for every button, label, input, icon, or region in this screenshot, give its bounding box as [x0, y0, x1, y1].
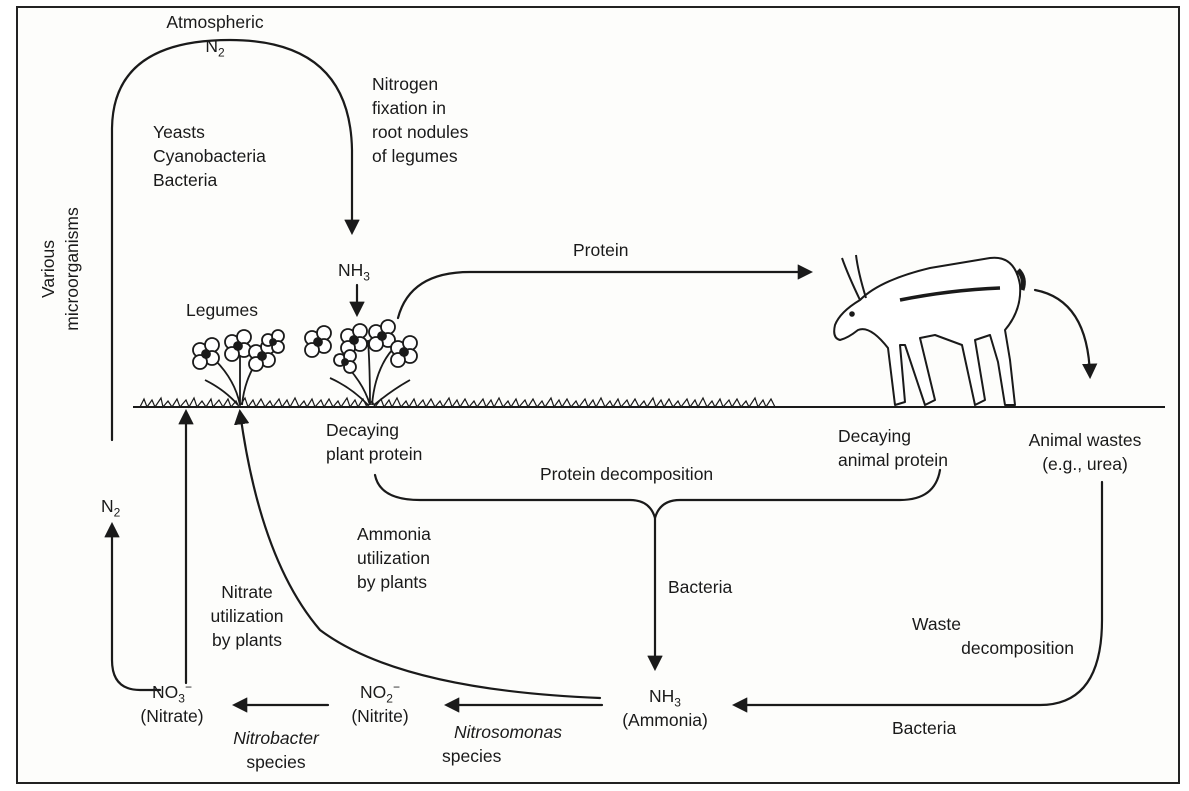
bacteria-fix-text: Bacteria: [153, 168, 266, 192]
ammonia-util-line-3: by plants: [357, 570, 431, 594]
nh3-bottom-formula: NH3: [605, 684, 725, 708]
yeasts-text: Yeasts: [153, 120, 266, 144]
nitrosomonas-label: Nitrosomonas species: [438, 720, 578, 768]
atmospheric-label: Atmospheric N2: [160, 10, 270, 58]
fixers-label: Yeasts Cyanobacteria Bacteria: [153, 120, 266, 192]
cyanobacteria-text: Cyanobacteria: [153, 144, 266, 168]
decaying-animal-line-2: animal protein: [838, 448, 948, 472]
nitrate-util-line-1: Nitrate: [192, 580, 302, 604]
bacteria-bottom-label: Bacteria: [892, 716, 956, 740]
legumes-label: Legumes: [186, 298, 258, 322]
no3-base: NO: [152, 682, 178, 702]
protein-label: Protein: [573, 238, 628, 262]
n2-top-base: N: [205, 36, 218, 56]
animal-wastes-line-1: Animal wastes: [1015, 428, 1155, 452]
various-microorganisms-label: Various microorganisms: [36, 189, 84, 349]
nitrosomonas-species: species: [438, 744, 578, 768]
ammonia-node: NH3 (Ammonia): [605, 684, 725, 732]
waste-line-1: Waste: [904, 612, 1074, 636]
decaying-animal-line-1: Decaying: [838, 424, 948, 448]
animal-wastes-label: Animal wastes (e.g., urea): [1015, 428, 1155, 476]
nh3-bottom-base: NH: [649, 686, 674, 706]
no3-sup: −: [185, 680, 192, 694]
ammonia-util-line-1: Ammonia: [357, 522, 431, 546]
no3-formula: NO3−: [122, 680, 222, 704]
nh3-top-base: NH: [338, 260, 363, 280]
nitrate-node: NO3− (Nitrate): [122, 680, 222, 728]
nitrobacter-label: Nitrobacter species: [216, 726, 336, 774]
nitrate-utilization-label: Nitrate utilization by plants: [192, 580, 302, 652]
ammonia-util-line-2: utilization: [357, 546, 431, 570]
no2-formula: NO2−: [330, 680, 430, 704]
nitrate-util-line-3: by plants: [192, 628, 302, 652]
grazing-animal: [834, 255, 1023, 405]
nitrite-node: NO2− (Nitrite): [330, 680, 430, 728]
ammonia-utilization-label: Ammonia utilization by plants: [357, 522, 431, 594]
bacteria-mid-label: Bacteria: [668, 575, 732, 599]
n2-left-sub: 2: [114, 506, 121, 520]
ammonia-name: (Ammonia): [605, 708, 725, 732]
nitrogen-fixation-label: Nitrogen fixation in root nodules of leg…: [372, 72, 468, 168]
nitrobacter-species: species: [216, 750, 336, 774]
nitrate-util-line-2: utilization: [192, 604, 302, 628]
arrow-animal-to-wastes: [1035, 290, 1090, 376]
n2-left-base: N: [101, 496, 114, 516]
legume-plant-right: [305, 320, 417, 405]
nitrate-name: (Nitrate): [122, 704, 222, 728]
fixation-line-3: root nodules: [372, 120, 468, 144]
nitrosomonas-text: Nitrosomonas: [438, 720, 578, 744]
n2-top-formula: N2: [160, 34, 270, 58]
nitrobacter-text: Nitrobacter: [216, 726, 336, 750]
decaying-plant-line-1: Decaying: [326, 418, 422, 442]
waste-line-2: decomposition: [904, 636, 1074, 660]
animal-wastes-line-2: (e.g., urea): [1015, 452, 1155, 476]
microorganisms-text: microorganisms: [60, 189, 84, 349]
protein-decomposition-label: Protein decomposition: [540, 462, 713, 486]
atmospheric-text: Atmospheric: [160, 10, 270, 34]
arrow-no3-to-n2: [112, 525, 160, 690]
no2-sup: −: [393, 680, 400, 694]
nh3-top-sub: 3: [363, 270, 370, 284]
nh3-top-formula: NH3: [338, 258, 370, 282]
decaying-plant-label: Decaying plant protein: [326, 418, 422, 466]
legume-plant-left: [193, 330, 284, 405]
arrow-n2-to-nh3: [112, 40, 352, 440]
fixation-line-1: Nitrogen: [372, 72, 468, 96]
arrow-waste-to-nh3: [735, 482, 1102, 705]
fixation-line-4: of legumes: [372, 144, 468, 168]
various-text: Various: [36, 189, 60, 349]
decaying-plant-line-2: plant protein: [326, 442, 422, 466]
arrow-protein-to-animal: [398, 272, 810, 318]
n2-top-sub: 2: [218, 46, 225, 60]
fixation-line-2: fixation in: [372, 96, 468, 120]
nitrite-name: (Nitrite): [330, 704, 430, 728]
n2-left-formula: N2: [101, 494, 120, 518]
waste-decomposition-label: Waste decomposition: [904, 612, 1074, 660]
no2-base: NO: [360, 682, 386, 702]
decaying-animal-label: Decaying animal protein: [838, 424, 948, 472]
